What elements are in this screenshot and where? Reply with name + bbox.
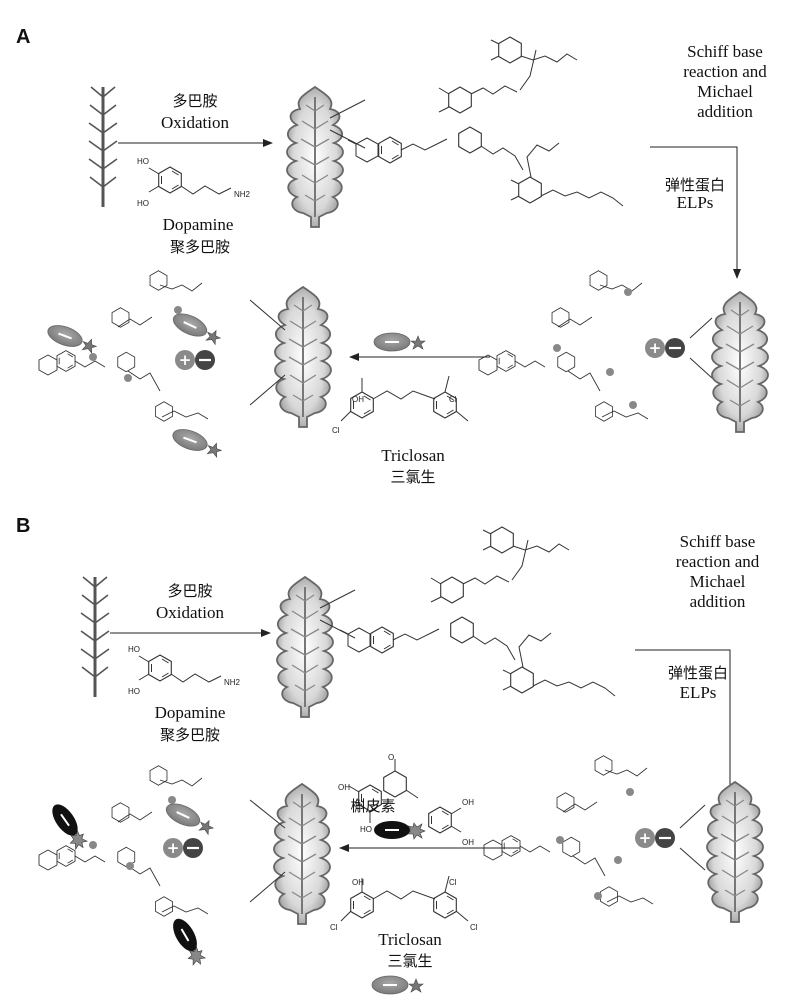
oxidation-label-cn: 多巴胺 <box>167 582 213 600</box>
dopamine-structure <box>148 166 232 195</box>
panel-b-label: B <box>16 515 31 537</box>
atom-labels: HO HO NH2 OH Cl Cl HO HO NH2 OH Cl Cl Cl… <box>128 157 478 932</box>
elps-label: ELPs <box>676 193 714 212</box>
pda-coated-scaffold <box>286 86 344 228</box>
atom-label: Cl <box>449 878 457 887</box>
reaction-line-1: Schiff base <box>687 42 763 61</box>
atom-label: Cl <box>332 426 340 435</box>
atom-label: Cl <box>330 923 338 932</box>
triclosan-label-cn: 三氯生 <box>390 468 436 486</box>
atom-label: HO <box>128 645 140 654</box>
panel-a-label: A <box>16 26 31 48</box>
triclosan-carrier <box>168 308 225 349</box>
atom-label: HO <box>137 157 149 166</box>
reaction-line-4: addition <box>697 102 753 121</box>
drug-loaded-network <box>39 271 208 422</box>
schiff-base-arrow <box>635 649 734 823</box>
schiff-base-arrow <box>650 146 741 279</box>
panel-b <box>39 527 764 995</box>
reaction-line-3: Michael <box>689 572 746 591</box>
oxidation-label-cn: 多巴胺 <box>172 92 218 110</box>
quercetin-carrier <box>373 820 426 840</box>
reaction-line-4: addition <box>689 592 746 611</box>
atom-label: Cl <box>449 395 457 404</box>
polydopamine-network <box>340 527 615 696</box>
atom-label: OH <box>352 395 364 404</box>
drug-loaded-scaffold <box>274 286 332 428</box>
charge-pair <box>161 836 205 860</box>
quercetin-carrier <box>46 799 93 854</box>
bare-scaffold <box>79 575 111 699</box>
triclosan-label: Triclosan <box>378 930 442 949</box>
elps-label-cn: 弹性蛋白 <box>667 664 728 682</box>
reaction-label: Schiff base reaction and Michael additio… <box>670 42 780 122</box>
panel-a <box>39 37 769 461</box>
dopamine-label: Dopamine <box>154 703 226 722</box>
charge-pair <box>173 348 217 372</box>
atom-label: OH <box>352 878 364 887</box>
atom-label: Cl <box>470 923 478 932</box>
polydopamine-network <box>348 37 623 206</box>
atom-label: OH <box>462 798 474 807</box>
quercetin-label-cn: 槲皮素 <box>350 797 396 815</box>
reaction-label: Schiff base reaction and Michael additio… <box>660 532 775 612</box>
elps-label: ELPs <box>679 683 717 702</box>
charge-pair-elp <box>643 336 687 360</box>
reaction-line-3: Michael <box>697 82 753 101</box>
triclosan-structure <box>340 875 469 922</box>
reaction-line-2: reaction and <box>675 552 760 571</box>
atom-label: NH2 <box>234 190 251 199</box>
reaction-line-1: Schiff base <box>679 532 756 551</box>
triclosan-label-cn: 三氯生 <box>387 952 433 970</box>
pda-elp-network <box>484 756 653 907</box>
triclosan-carrier <box>44 320 101 357</box>
polydopamine-label-cn: 聚多巴胺 <box>169 238 230 256</box>
triclosan-label: Triclosan <box>381 446 445 465</box>
atom-label: HO <box>137 199 149 208</box>
reaction-line-2: reaction and <box>683 62 767 81</box>
atom-label: OH <box>338 783 350 792</box>
dopamine-structure <box>138 654 222 683</box>
triclosan-structure <box>340 375 469 422</box>
oxidation-label: Oxidation <box>161 113 229 132</box>
dopamine-label: Dopamine <box>162 215 234 234</box>
elp-coated-scaffold <box>711 291 769 433</box>
atom-label: HO <box>128 687 140 696</box>
triclosan-carrier <box>169 424 226 461</box>
pda-elp-network <box>479 271 648 422</box>
drug-loaded-network <box>39 766 208 917</box>
polydopamine-label-cn: 聚多巴胺 <box>159 726 220 744</box>
triclosan-carrier <box>371 975 424 995</box>
atom-label: O <box>388 753 394 762</box>
quercetin-carrier <box>167 913 211 970</box>
quercetin-structure <box>348 759 462 834</box>
triclosan-carrier <box>161 798 218 839</box>
drug-loaded-scaffold <box>273 783 331 925</box>
triclosan-carrier <box>373 332 426 352</box>
atom-label: NH2 <box>224 678 241 687</box>
atom-label: HO <box>360 825 372 834</box>
elps-label-cn: 弹性蛋白 <box>664 176 725 194</box>
elp-coated-scaffold <box>706 781 764 923</box>
atom-label: OH <box>462 838 474 847</box>
bare-scaffold <box>87 85 119 209</box>
charge-pair-elp <box>633 826 677 850</box>
pda-coated-scaffold <box>276 576 334 718</box>
oxidation-label: Oxidation <box>156 603 224 622</box>
